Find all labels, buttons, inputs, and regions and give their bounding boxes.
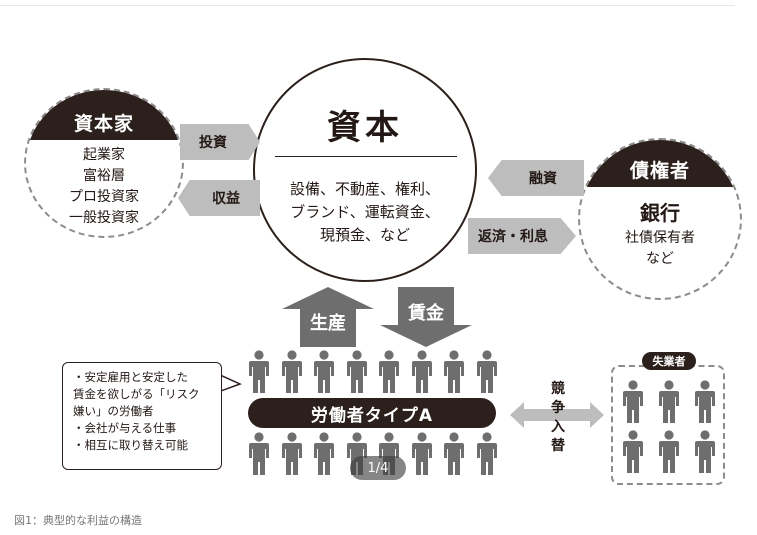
production-arrow: 生産 — [282, 287, 374, 347]
note-line: ・安定雇用と安定した — [73, 370, 188, 384]
creditors-title: 債権者 — [580, 140, 740, 188]
person-icon — [281, 432, 302, 475]
person-icon — [346, 350, 367, 393]
workers-row-top — [248, 350, 498, 394]
repay-label: 返済・利息 — [478, 229, 548, 245]
worker-note: ・安定雇用と安定した 賃金を欲しがる「リスク 嫌い」の労働者 ・会社が与える仕事… — [62, 362, 222, 470]
note-line: 賃金を欲しがる「リスク — [73, 387, 200, 401]
arrow-down-icon — [380, 287, 472, 347]
compete-label: 競 争 入 替 — [548, 380, 568, 456]
capitalists-item: 起業家 — [83, 147, 125, 163]
compete-char: 競 — [551, 381, 565, 397]
person-icon — [444, 432, 465, 475]
person-icon — [379, 350, 400, 393]
unemployed-label: 失業者 — [642, 352, 696, 370]
person-icon — [444, 350, 465, 393]
finance-label: 融資 — [529, 171, 557, 187]
person-icon — [695, 430, 715, 473]
capital-divider — [275, 156, 457, 157]
note-line: 嫌い」の労働者 — [73, 404, 154, 418]
person-icon — [314, 432, 335, 475]
top-divider — [0, 5, 735, 6]
person-icon — [249, 432, 269, 475]
person-icon — [476, 432, 497, 475]
compete-char: 入 — [551, 419, 565, 435]
compete-char: 争 — [551, 400, 565, 416]
wage-arrow: 賃金 — [380, 287, 472, 347]
person-icon — [411, 432, 432, 475]
invest-label: 投資 — [199, 135, 227, 151]
person-icon — [659, 430, 679, 473]
production-label: 生産 — [310, 313, 346, 334]
person-icon — [249, 350, 269, 393]
creditors-body: 銀行 社債保有者 など — [580, 198, 740, 270]
person-icon — [623, 430, 643, 473]
capital-item: 設備、不動産、権利、 — [289, 180, 440, 198]
person-icon — [411, 350, 432, 393]
profit-label: 収益 — [212, 191, 240, 207]
unemployed-row-bottom — [622, 430, 716, 474]
creditors-item: 社債保有者 — [625, 230, 695, 246]
person-icon — [695, 380, 715, 423]
capital-list: 設備、不動産、権利、 ブランド、運転資金、 現預金、など — [255, 178, 475, 247]
creditors-circle: 債権者 銀行 社債保有者 など — [578, 138, 742, 300]
capitalists-item: 富裕層 — [83, 168, 125, 184]
page-indicator[interactable]: 1/4 — [350, 456, 406, 480]
invest-arrow: 投資 — [180, 124, 260, 160]
figure-caption: 図1：典型的な利益の構造 — [14, 514, 142, 527]
finance-arrow: 融資 — [488, 160, 584, 196]
capitalists-title: 資本家 — [26, 90, 182, 140]
creditors-item: など — [646, 251, 674, 267]
unemployed-row-top — [622, 380, 716, 424]
note-line: ・相互に取り替え可能 — [73, 438, 188, 452]
capitalists-circle: 資本家 起業家 富裕層 プロ投資家 一般投資家 — [24, 88, 184, 238]
person-icon — [314, 350, 335, 393]
arrow-up-icon — [282, 287, 374, 347]
capital-item: ブランド、運転資金、 — [290, 203, 440, 221]
compete-char: 替 — [551, 438, 565, 454]
capital-circle: 資本 設備、不動産、権利、 ブランド、運転資金、 現預金、など — [253, 58, 477, 282]
creditors-main: 銀行 — [640, 201, 680, 225]
profit-arrow: 収益 — [178, 180, 260, 216]
capitalists-list: 起業家 富裕層 プロ投資家 一般投資家 — [26, 145, 182, 229]
wage-label: 賃金 — [408, 303, 444, 324]
person-icon — [659, 380, 679, 423]
capital-item: 現預金、など — [319, 226, 410, 244]
workers-label: 労働者タイプA — [248, 398, 496, 428]
double-arrow-icon — [510, 402, 604, 428]
capitalists-item: 一般投資家 — [69, 210, 139, 226]
person-icon — [476, 350, 497, 393]
capitalists-item: プロ投資家 — [69, 189, 139, 205]
note-line: ・会社が与える仕事 — [73, 421, 177, 435]
person-icon — [281, 350, 302, 393]
repay-arrow: 返済・利息 — [468, 218, 576, 254]
capital-title: 資本 — [327, 108, 403, 148]
person-icon — [623, 380, 643, 423]
